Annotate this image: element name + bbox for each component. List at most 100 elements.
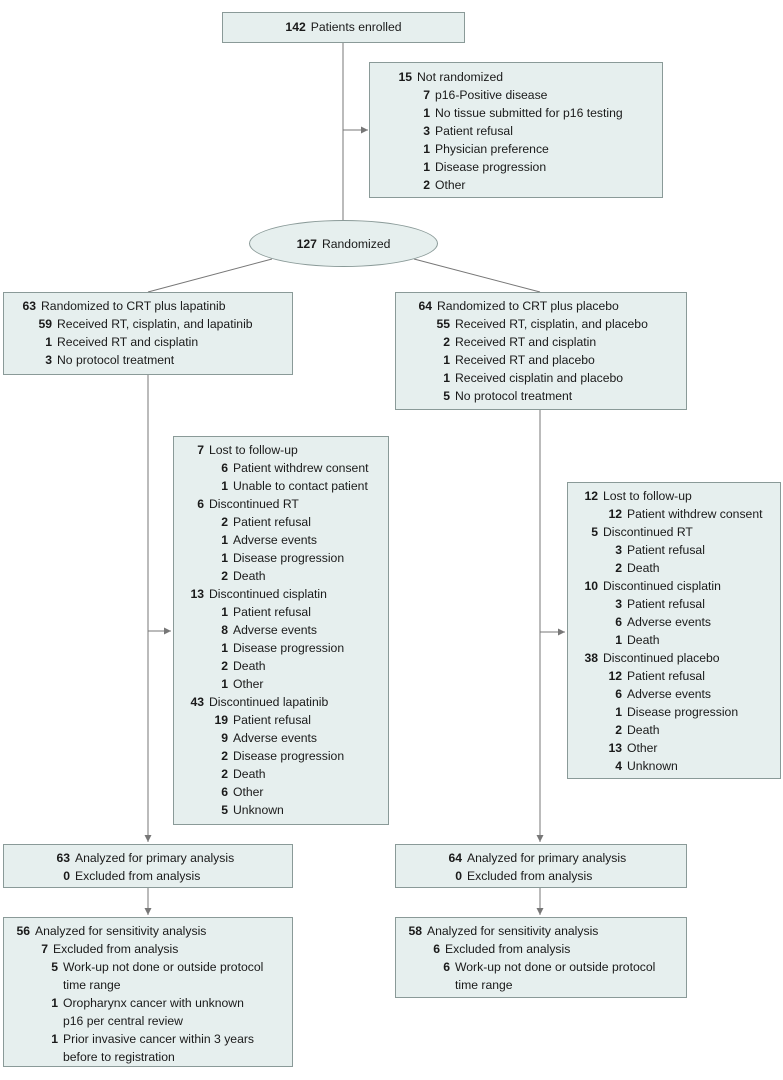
primary-lapatinib-analyzed-label: Analyzed for primary analysis — [75, 851, 235, 865]
reason-count: 5 — [51, 960, 58, 974]
item-label: Patient withdrew consent — [233, 461, 369, 475]
item-count: 1 — [221, 551, 228, 565]
randomized-label: Randomized — [321, 236, 391, 251]
reason-line: Work-up not done or outside protocol — [63, 960, 264, 974]
item-count: 7 — [197, 443, 204, 457]
followup-lapatinib-subitem: 9 Adverse events — [182, 729, 382, 747]
followup-lapatinib-subitem: 1 Unable to contact patient — [182, 477, 382, 495]
item-label: Death — [233, 767, 266, 781]
item-count: 1 — [443, 353, 450, 367]
item-label: Patient refusal — [233, 515, 311, 529]
item-count: 3 — [45, 353, 52, 367]
sensitivity-lapatinib-analyzed-count: 56 — [16, 924, 30, 938]
item-count: 13 — [608, 741, 622, 755]
item-count: 12 — [608, 507, 622, 521]
item-label: Death — [233, 659, 266, 673]
item-label: Death — [233, 569, 266, 583]
not-randomized-label: Not randomized — [417, 70, 504, 84]
item-count: 5 — [443, 389, 450, 403]
reason-line: time range — [455, 978, 513, 992]
primary-lapatinib-analyzed-count: 63 — [56, 851, 70, 865]
item-label: Other — [233, 785, 264, 799]
item-label: Discontinued placebo — [603, 651, 720, 665]
primary-lapatinib-excluded-count: 0 — [63, 869, 70, 883]
item-label: Discontinued RT — [603, 525, 693, 539]
item-count: 2 — [615, 723, 622, 737]
item-label: Adverse events — [233, 731, 318, 745]
item-label: Disease progression — [435, 160, 547, 174]
item-count: 9 — [221, 731, 228, 745]
item-label: Patient refusal — [233, 713, 311, 727]
item-count: 1 — [423, 106, 430, 120]
item-count: 1 — [423, 142, 430, 156]
item-label: Adverse events — [627, 687, 712, 701]
item-count: 1 — [45, 335, 52, 349]
sensitivity-placebo-excluded-label: Excluded from analysis — [445, 942, 571, 956]
item-label: Received RT and cisplatin — [57, 335, 199, 349]
item-count: 3 — [615, 597, 622, 611]
item-label: Discontinued cisplatin — [603, 579, 721, 593]
item-label: No protocol treatment — [455, 389, 573, 403]
placebo-arm-label: Randomized to CRT plus placebo — [437, 299, 619, 313]
primary-placebo-excluded-label: Excluded from analysis — [467, 869, 593, 883]
item-count: 12 — [608, 669, 622, 683]
item-label: No protocol treatment — [57, 353, 175, 367]
item-count: 1 — [221, 533, 228, 547]
sensitivity-lapatinib-excluded-count: 7 — [41, 942, 48, 956]
item-count: 1 — [221, 479, 228, 493]
item-count: 2 — [423, 178, 430, 192]
primary-lapatinib-excluded-label: Excluded from analysis — [75, 869, 201, 883]
item-count: 1 — [423, 160, 430, 174]
item-count: 1 — [615, 705, 622, 719]
reason-line: p16 per central review — [63, 1014, 183, 1028]
item-label: Unable to contact patient — [233, 479, 368, 493]
item-label: Discontinued cisplatin — [209, 587, 327, 601]
primary-lapatinib-excluded: 0 Excluded from analysis — [46, 867, 286, 885]
item-label: Received RT, cisplatin, and lapatinib — [57, 317, 253, 331]
item-count: 8 — [221, 623, 228, 637]
item-label: Discontinued RT — [209, 497, 299, 511]
sensitivity-placebo-analyzed-count: 58 — [408, 924, 422, 938]
primary-placebo-analyzed-count: 64 — [448, 851, 462, 865]
item-count: 1 — [443, 371, 450, 385]
item-count: 2 — [615, 561, 622, 575]
lapatinib-arm-item: 3 No protocol treatment — [10, 351, 286, 369]
item-count: 5 — [591, 525, 598, 539]
item-label: Disease progression — [233, 551, 345, 565]
item-count: 6 — [221, 785, 228, 799]
followup-lapatinib-subitem: 6 Other — [182, 783, 382, 801]
item-label: Lost to follow-up — [209, 443, 298, 457]
enrolled-label: Patients enrolled — [310, 20, 402, 34]
